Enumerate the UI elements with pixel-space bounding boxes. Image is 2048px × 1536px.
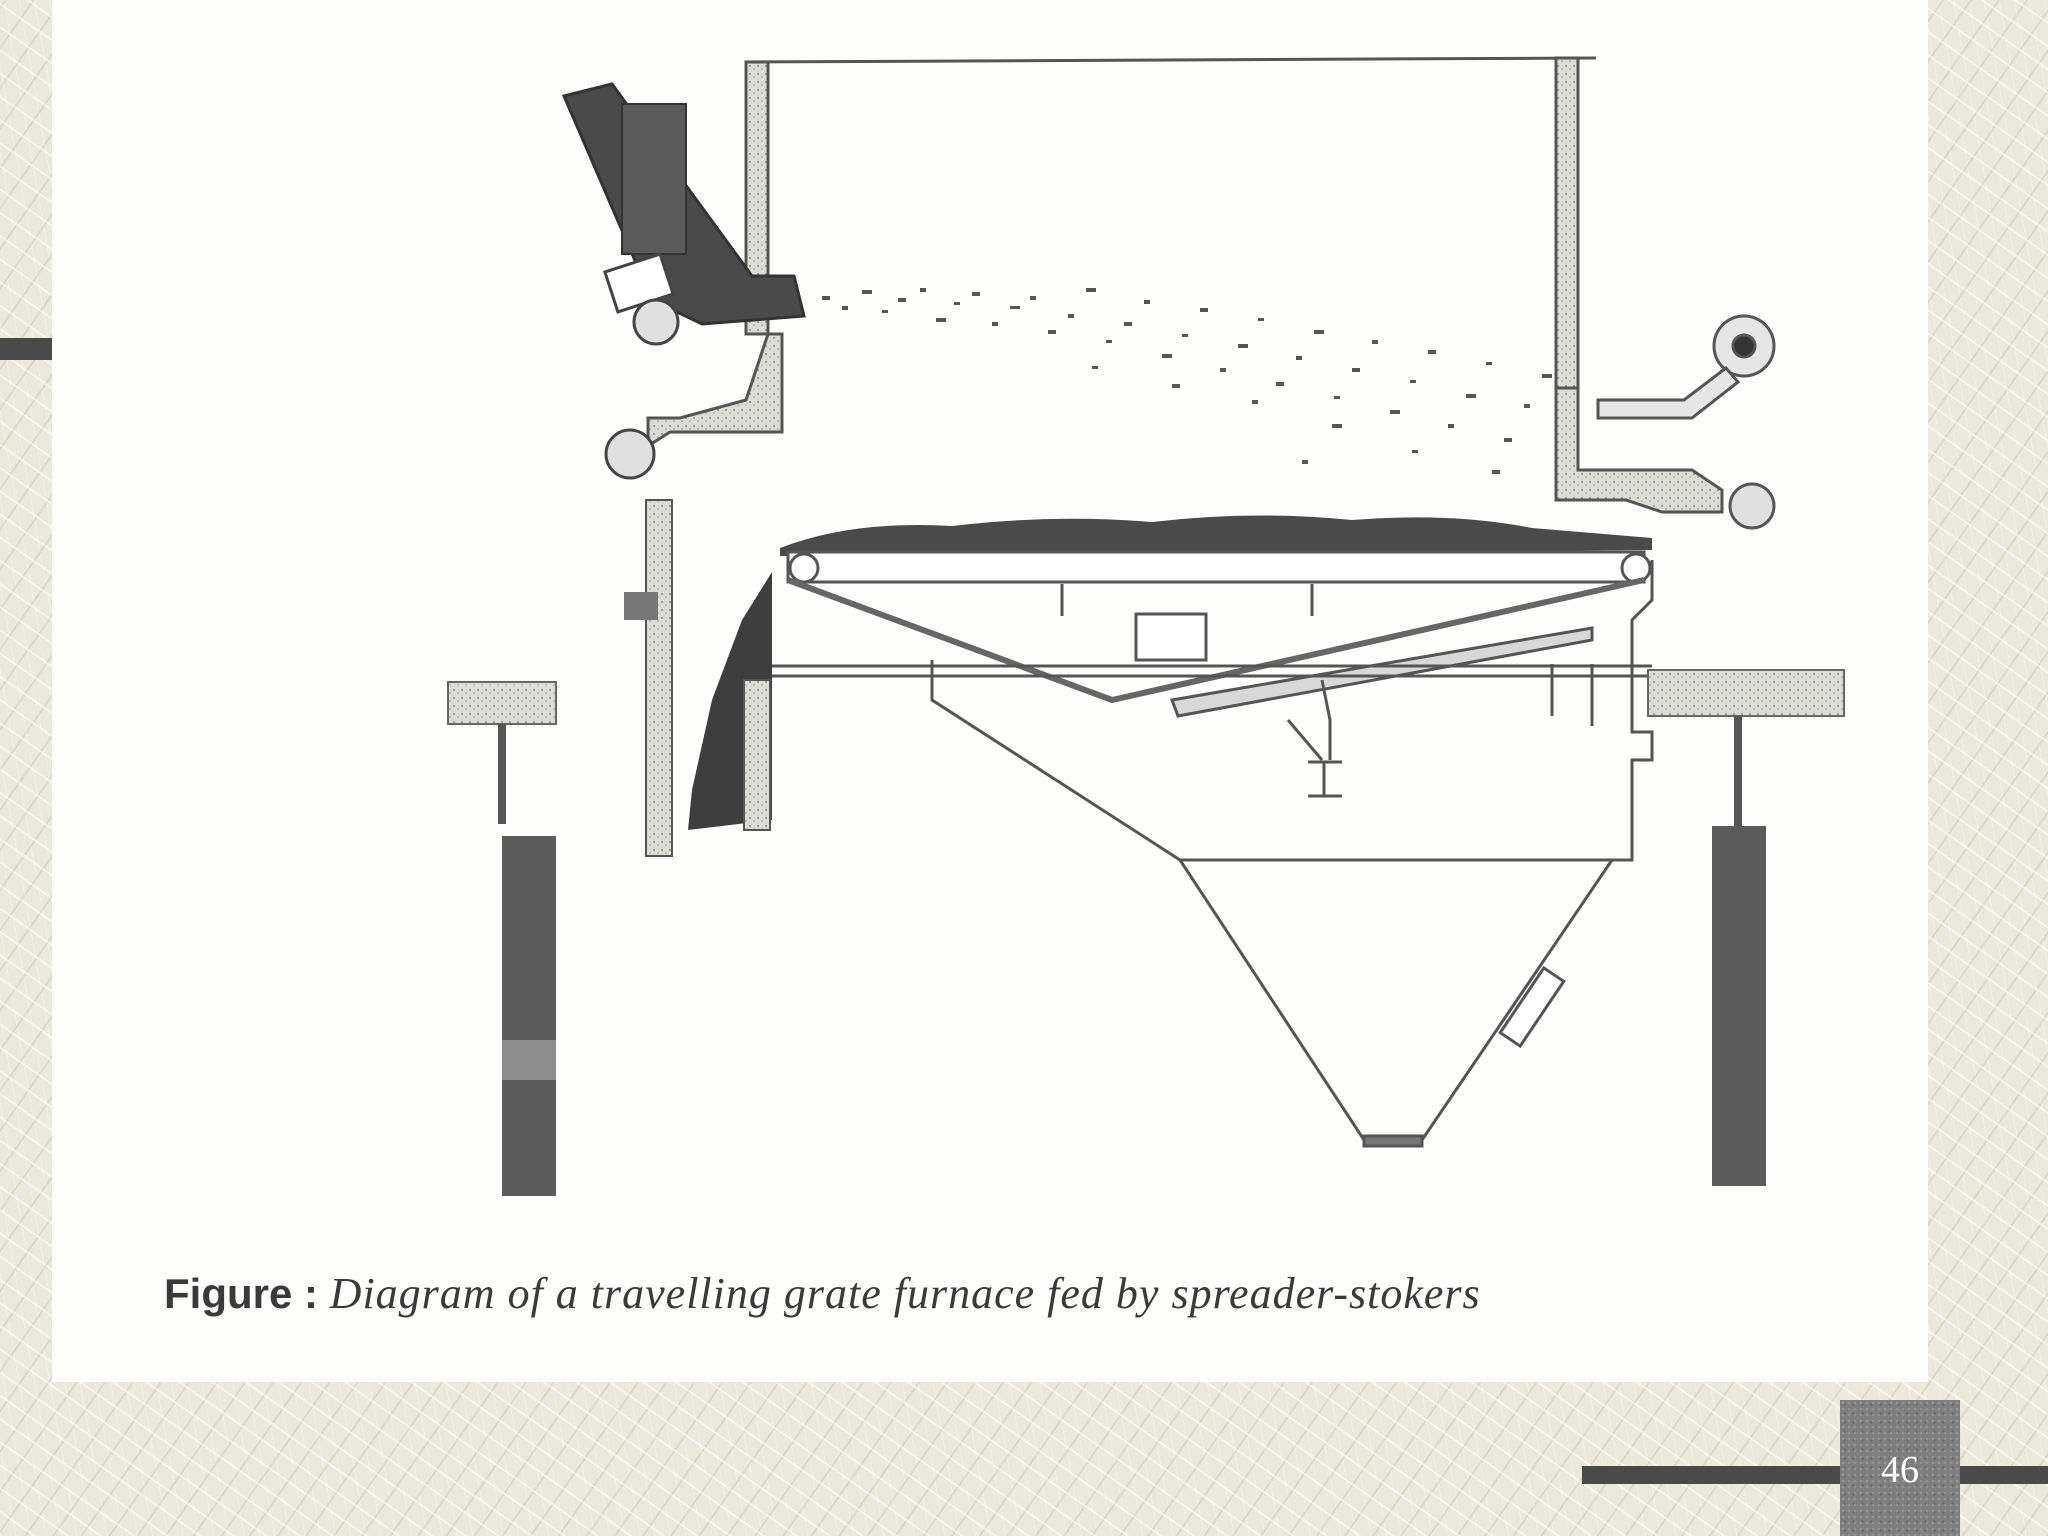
- page-number-box: 46: [1840, 1400, 1960, 1536]
- support-column-right: [1647, 669, 1845, 1186]
- hopper-and-ash-chute: [772, 560, 1654, 1148]
- figure-caption: Figure : Diagram of a travelling grate f…: [164, 1268, 1744, 1332]
- page-number: 46: [1881, 1449, 1919, 1491]
- ash-pit-left: [624, 499, 772, 857]
- fuel-spray-particles: [822, 288, 1552, 474]
- bottom-rule-right: [1960, 1466, 2048, 1484]
- travelling-grate: [786, 550, 1652, 718]
- air-nozzle-pipe: [1596, 314, 1776, 530]
- fuel-bed: [780, 515, 1652, 556]
- slide-content-panel: [52, 0, 1928, 1382]
- furnace-walls: [646, 56, 1724, 514]
- figure-label: Figure: [164, 1270, 293, 1317]
- bottom-rule-left: [1582, 1466, 1842, 1484]
- feed-hopper: [561, 82, 806, 480]
- figure-caption-text: Diagram of a travelling grate furnace fe…: [329, 1269, 1481, 1318]
- left-accent-bar: [0, 338, 52, 360]
- travelling-grate-furnace-diagram: [447, 56, 1845, 1196]
- figure-separator: :: [292, 1270, 330, 1317]
- support-column-left: [447, 681, 557, 1196]
